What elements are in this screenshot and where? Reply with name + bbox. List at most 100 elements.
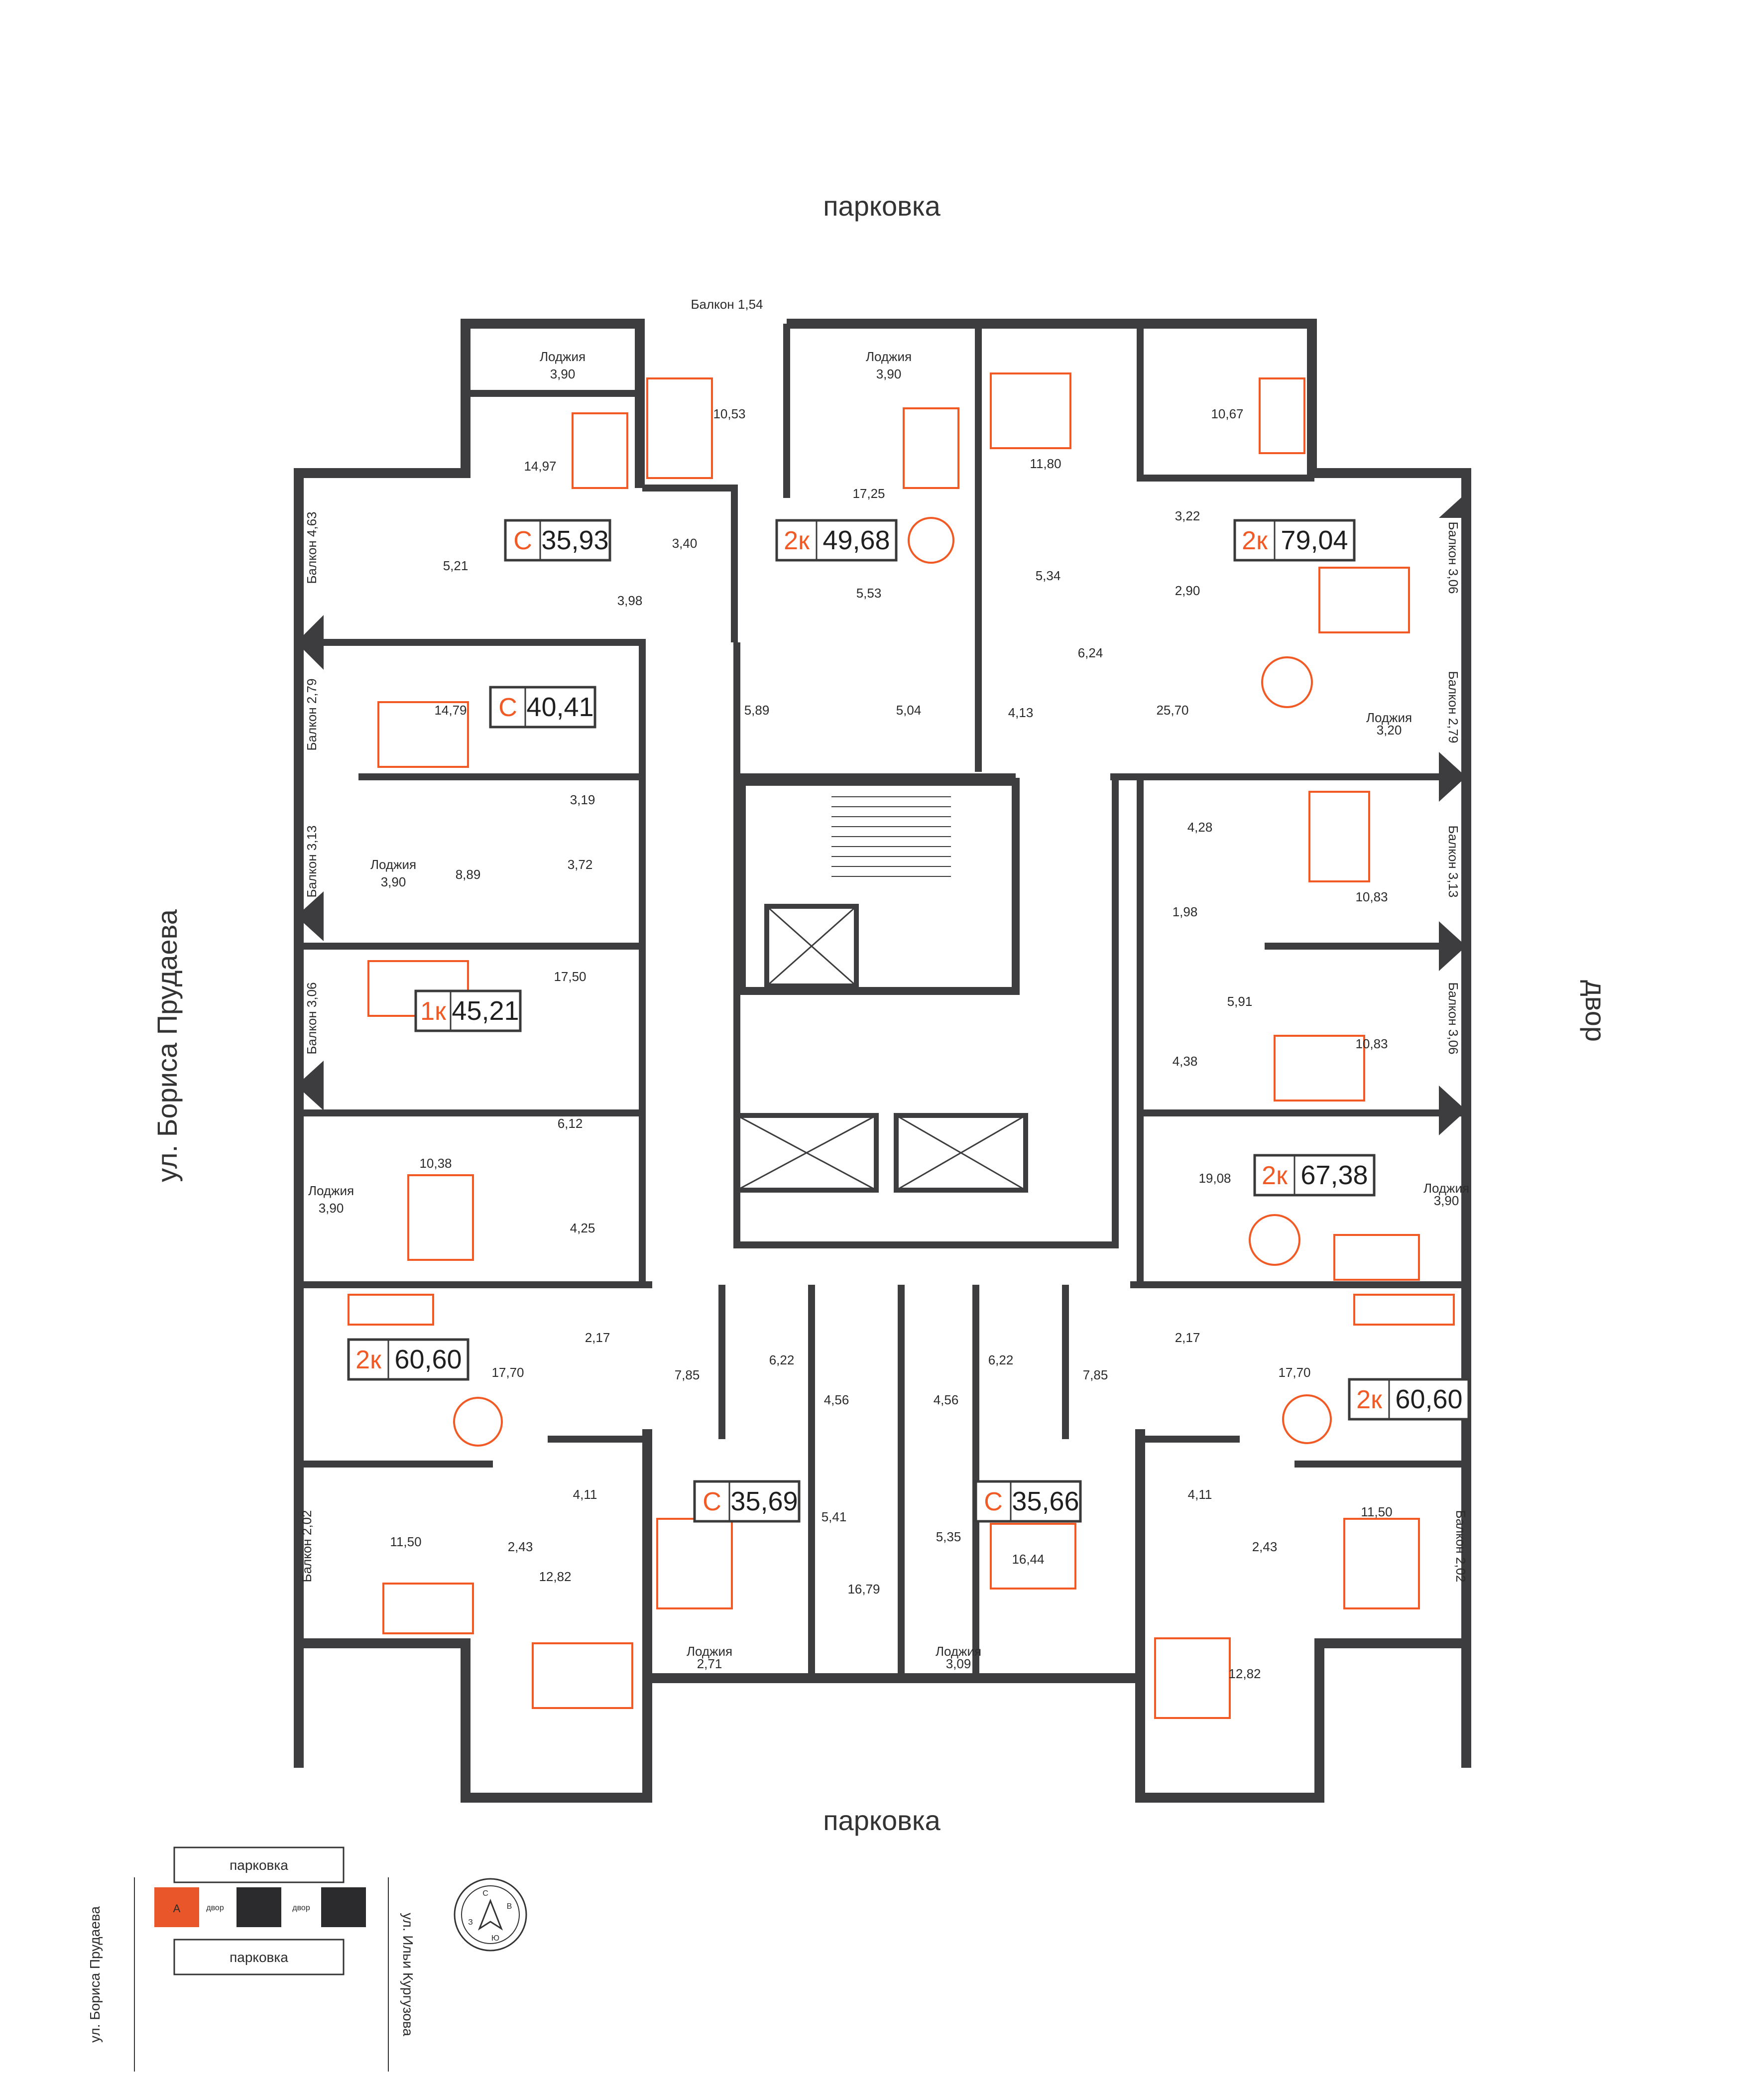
loggia-area: 3,20: [1377, 723, 1402, 737]
apartment-type: С: [984, 1487, 1003, 1516]
loggia-area: 2,71: [697, 1656, 722, 1671]
room-label: 6,12: [558, 1116, 583, 1131]
compass-icon: С В Ю З: [454, 1878, 527, 1952]
room-label: 10,53: [713, 406, 745, 421]
section-a-block: [154, 1887, 199, 1927]
legend-top-parking: парковка: [230, 1857, 288, 1873]
apartment-badge-1[interactable]: С 35,93: [504, 519, 611, 562]
apartment-area: 35,93: [541, 525, 608, 555]
room-label: Лоджия: [866, 349, 912, 364]
room-labels: Балкон 1,54 Лоджия 3,90 14,97 10,53 Лодж…: [390, 297, 1392, 1681]
room-label: 16,79: [847, 1582, 880, 1596]
room-label: 4,56: [934, 1392, 959, 1407]
apartment-badge-3[interactable]: 2к 79,04: [1233, 519, 1356, 562]
balcony-label: Балкон 2,02: [1453, 1510, 1468, 1582]
apartment-type: 2к: [1356, 1385, 1382, 1414]
apartment-type: 2к: [355, 1346, 381, 1374]
apartment-area: 35,66: [1012, 1486, 1079, 1516]
room-label: 3,98: [617, 593, 643, 608]
room-label: 17,50: [554, 969, 586, 984]
room-label: 17,70: [491, 1365, 524, 1380]
room-label: 2,17: [1175, 1330, 1200, 1345]
balcony-label: Балкон 3,06: [304, 982, 319, 1054]
section-c-label: С: [340, 1902, 348, 1915]
section-a-label: А: [173, 1902, 181, 1915]
section-c-block: [321, 1887, 366, 1927]
room-label: 4,56: [824, 1392, 849, 1407]
room-label: 17,70: [1278, 1365, 1310, 1380]
balcony-label: Балкон 2,79: [304, 678, 319, 750]
balcony-label: Балкон 2,79: [1446, 671, 1461, 743]
loggia-label: Лоджия: [370, 857, 416, 872]
room-label: 8,89: [456, 867, 481, 882]
loggia-label: Лоджия: [687, 1644, 732, 1659]
room-label: 11,80: [1030, 456, 1061, 471]
room-label: 14,79: [434, 703, 467, 718]
room-label: 6,22: [988, 1352, 1014, 1367]
apartment-badge-6[interactable]: 2к 67,38: [1253, 1154, 1376, 1197]
apartment-area: 40,41: [526, 692, 593, 722]
room-label: 3,72: [568, 857, 593, 872]
room-label: 5,04: [896, 703, 922, 718]
room-label: 5,89: [744, 703, 770, 718]
apartment-area: 45,21: [452, 996, 519, 1026]
room-label: 2,43: [508, 1539, 533, 1554]
room-label: 11,50: [390, 1534, 421, 1549]
room-label: Лоджия: [540, 349, 586, 364]
apartment-type: 2к: [1262, 1161, 1288, 1190]
room-label: 10,38: [419, 1156, 452, 1171]
legend-bottom-parking: парковка: [230, 1950, 288, 1965]
compass-n: С: [482, 1889, 488, 1898]
room-label: 7,85: [675, 1367, 700, 1382]
room-label: 12,82: [1228, 1666, 1261, 1681]
room-label: 19,08: [1198, 1171, 1231, 1186]
room-area: 3,90: [550, 367, 576, 381]
room-label: 12,82: [539, 1569, 571, 1584]
legend-right-street: ул. Ильи Кургузова: [400, 1913, 416, 2036]
room-label: 4,25: [570, 1221, 595, 1235]
apartment-type: С: [513, 526, 532, 555]
apartment-badge-4[interactable]: С 40,41: [489, 686, 596, 729]
legend-left-street: ул. Бориса Прудаева: [87, 1906, 103, 2043]
room-label: 1,98: [1173, 904, 1198, 919]
room-label: 5,35: [936, 1529, 961, 1544]
site-legend: парковка парковка ул. Бориса Прудаева ул…: [87, 1846, 527, 2072]
room-label: 2,90: [1175, 583, 1200, 598]
apartment-type: 2к: [784, 526, 810, 555]
apartment-badge-5[interactable]: 1к 45,21: [414, 989, 522, 1032]
apartment-badge-8[interactable]: С 35,69: [693, 1480, 801, 1523]
room-label: 5,34: [1036, 568, 1061, 583]
room-area: 3,90: [876, 367, 902, 381]
apartment-badge-2[interactable]: 2к 49,68: [775, 519, 898, 562]
apartment-badge-9[interactable]: С 35,66: [974, 1480, 1082, 1523]
yard-label: двор: [292, 1904, 310, 1912]
apartment-badge-10[interactable]: 2к 60,60: [1348, 1378, 1470, 1421]
compass-e: В: [507, 1902, 512, 1911]
room-label: 4,11: [1188, 1487, 1212, 1502]
room-label: 5,91: [1227, 994, 1253, 1009]
balcony-brackets: [296, 493, 1466, 1135]
apartment-area: 60,60: [394, 1345, 462, 1374]
street-left-label: ул. Бориса Прудаева: [151, 909, 183, 1182]
room-label: 10,83: [1355, 889, 1388, 904]
apartment-area: 79,04: [1281, 525, 1348, 555]
section-b-label: В: [255, 1902, 263, 1915]
apartment-badge-7[interactable]: 2к 60,60: [347, 1338, 470, 1381]
section-b-block: [236, 1887, 281, 1927]
room-label: 2,17: [585, 1330, 610, 1345]
apartment-type: С: [703, 1487, 721, 1516]
compass-w: З: [468, 1918, 473, 1927]
street-right-label: двор: [1580, 980, 1611, 1042]
street-bottom-label: парковка: [823, 1805, 941, 1836]
outer-walls: [294, 319, 1471, 1803]
apartment-type: С: [498, 693, 517, 722]
room-label: 5,41: [822, 1509, 847, 1524]
room-label: 10,67: [1211, 406, 1243, 421]
room-label: Балкон 1,54: [691, 297, 763, 312]
yard-label: двор: [206, 1904, 224, 1912]
room-label: 4,11: [573, 1487, 597, 1502]
room-label: 14,97: [524, 459, 556, 474]
loggia-area: 3,90: [381, 874, 406, 889]
room-label: 4,13: [1008, 705, 1034, 720]
